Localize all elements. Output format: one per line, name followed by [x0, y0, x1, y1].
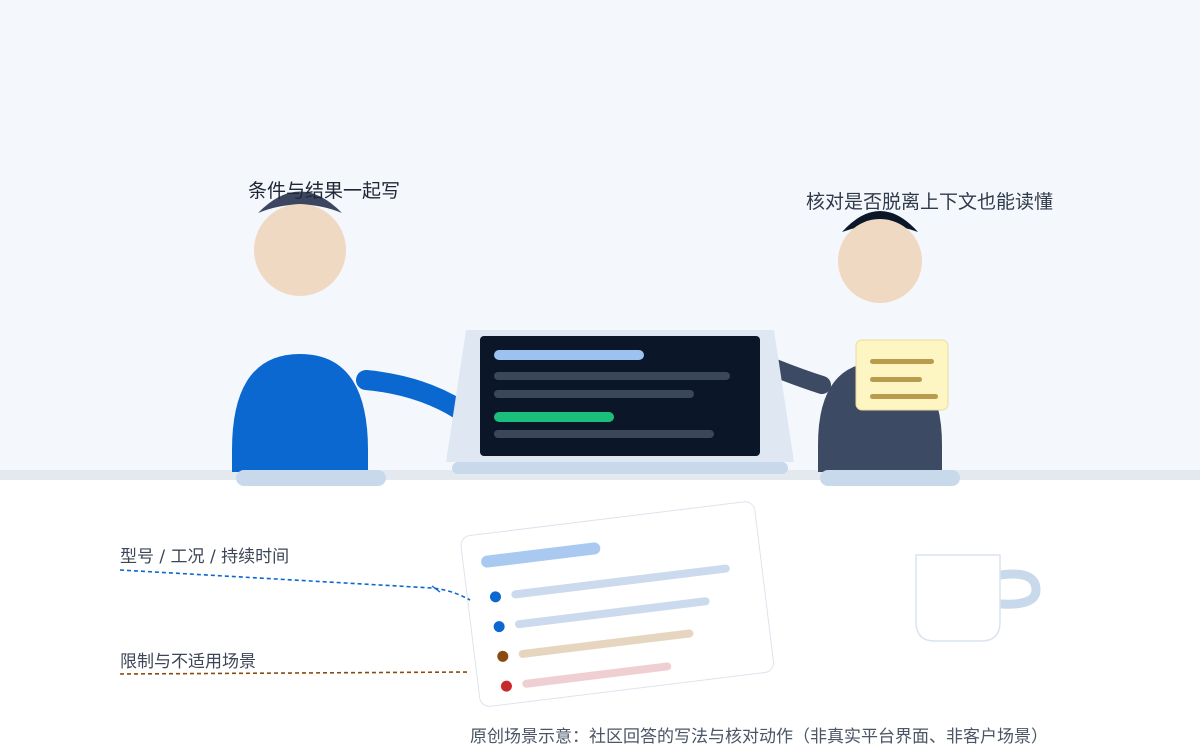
- card-bullet-brown: [497, 650, 509, 662]
- left-person-head: [254, 204, 346, 296]
- card-bullet-red: [500, 680, 512, 692]
- scene-caption: 原创场景示意：社区回答的写法与核对动作（非真实平台界面、非客户场景）: [470, 727, 1048, 747]
- annotation-limitations: 限制与不适用场景: [120, 652, 256, 672]
- left-person-hair: [258, 191, 342, 213]
- annotation-leader-brown: [119, 671, 471, 675]
- card-line: [511, 564, 730, 599]
- mug-handle: [995, 569, 1041, 609]
- screen-title-bar: [494, 350, 644, 360]
- card-line: [518, 629, 694, 658]
- speech-label-left: 条件与结果一起写: [248, 180, 401, 202]
- card-line: [522, 662, 672, 688]
- mug-body: [915, 554, 1001, 642]
- note-line: [870, 359, 934, 364]
- note-line: [870, 377, 922, 382]
- mug-icon: [915, 554, 1041, 642]
- annotation-model-condition-duration: 型号 / 工况 / 持续时间: [120, 547, 290, 567]
- right-person-head: [838, 219, 922, 303]
- left-person-arm: [356, 370, 470, 420]
- speech-label-right: 核对是否脱离上下文也能读懂: [806, 191, 1054, 213]
- note-line: [870, 394, 938, 399]
- sticky-note: [855, 339, 949, 411]
- screen-highlight-bar: [494, 412, 614, 422]
- laptop-base: [452, 462, 788, 474]
- card-bullet-blue: [493, 621, 505, 633]
- card-line: [514, 597, 710, 629]
- sticky-note-icon: [855, 339, 949, 411]
- screen-line: [494, 390, 694, 398]
- desk-top: [0, 470, 1200, 480]
- screen-line: [494, 430, 714, 438]
- screen-line: [494, 372, 730, 380]
- left-person-body: [232, 354, 368, 472]
- left-person: [232, 191, 470, 486]
- annotation-leader-blue: [119, 569, 471, 601]
- left-person-seat: [236, 470, 386, 486]
- annotation-leader-blue-tick: [431, 585, 441, 593]
- right-person-seat: [820, 470, 960, 486]
- document-card-icon: [460, 501, 775, 707]
- laptop-icon: [446, 330, 794, 474]
- card-bullet-blue: [489, 591, 501, 603]
- card-title-bar: [481, 542, 601, 568]
